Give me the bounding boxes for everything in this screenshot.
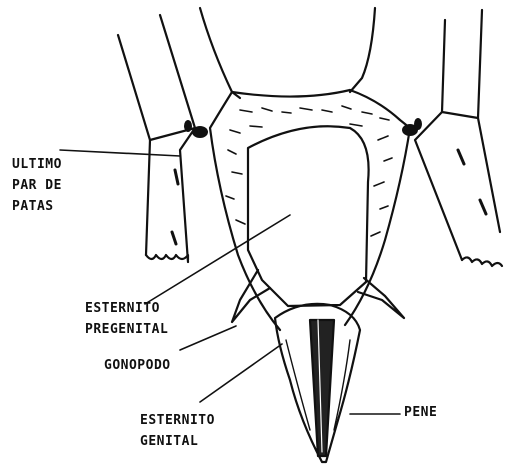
label-line: ESTERNITO xyxy=(85,298,168,319)
body-outline xyxy=(200,8,410,330)
pregenital-sternite xyxy=(248,126,369,306)
leader-esternito-genital xyxy=(200,344,282,402)
label-line: PATAS xyxy=(12,196,62,217)
leader-ultimo-par xyxy=(60,150,180,156)
label-line: ESTERNITO xyxy=(140,410,215,431)
label-gonopodo: GONOPODO xyxy=(104,355,171,376)
label-esternito-pregenital: ESTERNITO PREGENITAL xyxy=(85,298,168,340)
label-line: PAR DE xyxy=(12,175,62,196)
leader-gonopodo xyxy=(180,326,236,350)
label-line: ULTIMO xyxy=(12,154,62,175)
label-line: GENITAL xyxy=(140,431,215,452)
right-leg xyxy=(415,10,502,266)
gonopods xyxy=(232,270,404,322)
left-leg xyxy=(118,15,195,262)
label-ultimo-par-de-patas: ULTIMO PAR DE PATAS xyxy=(12,154,62,217)
label-pene: PENE xyxy=(404,402,437,423)
penis xyxy=(310,320,334,456)
label-line: PREGENITAL xyxy=(85,319,168,340)
leader-esternito-pregenital xyxy=(145,215,290,304)
label-line: PENE xyxy=(404,402,437,423)
label-line: GONOPODO xyxy=(104,355,171,376)
label-esternito-genital: ESTERNITO GENITAL xyxy=(140,410,215,452)
